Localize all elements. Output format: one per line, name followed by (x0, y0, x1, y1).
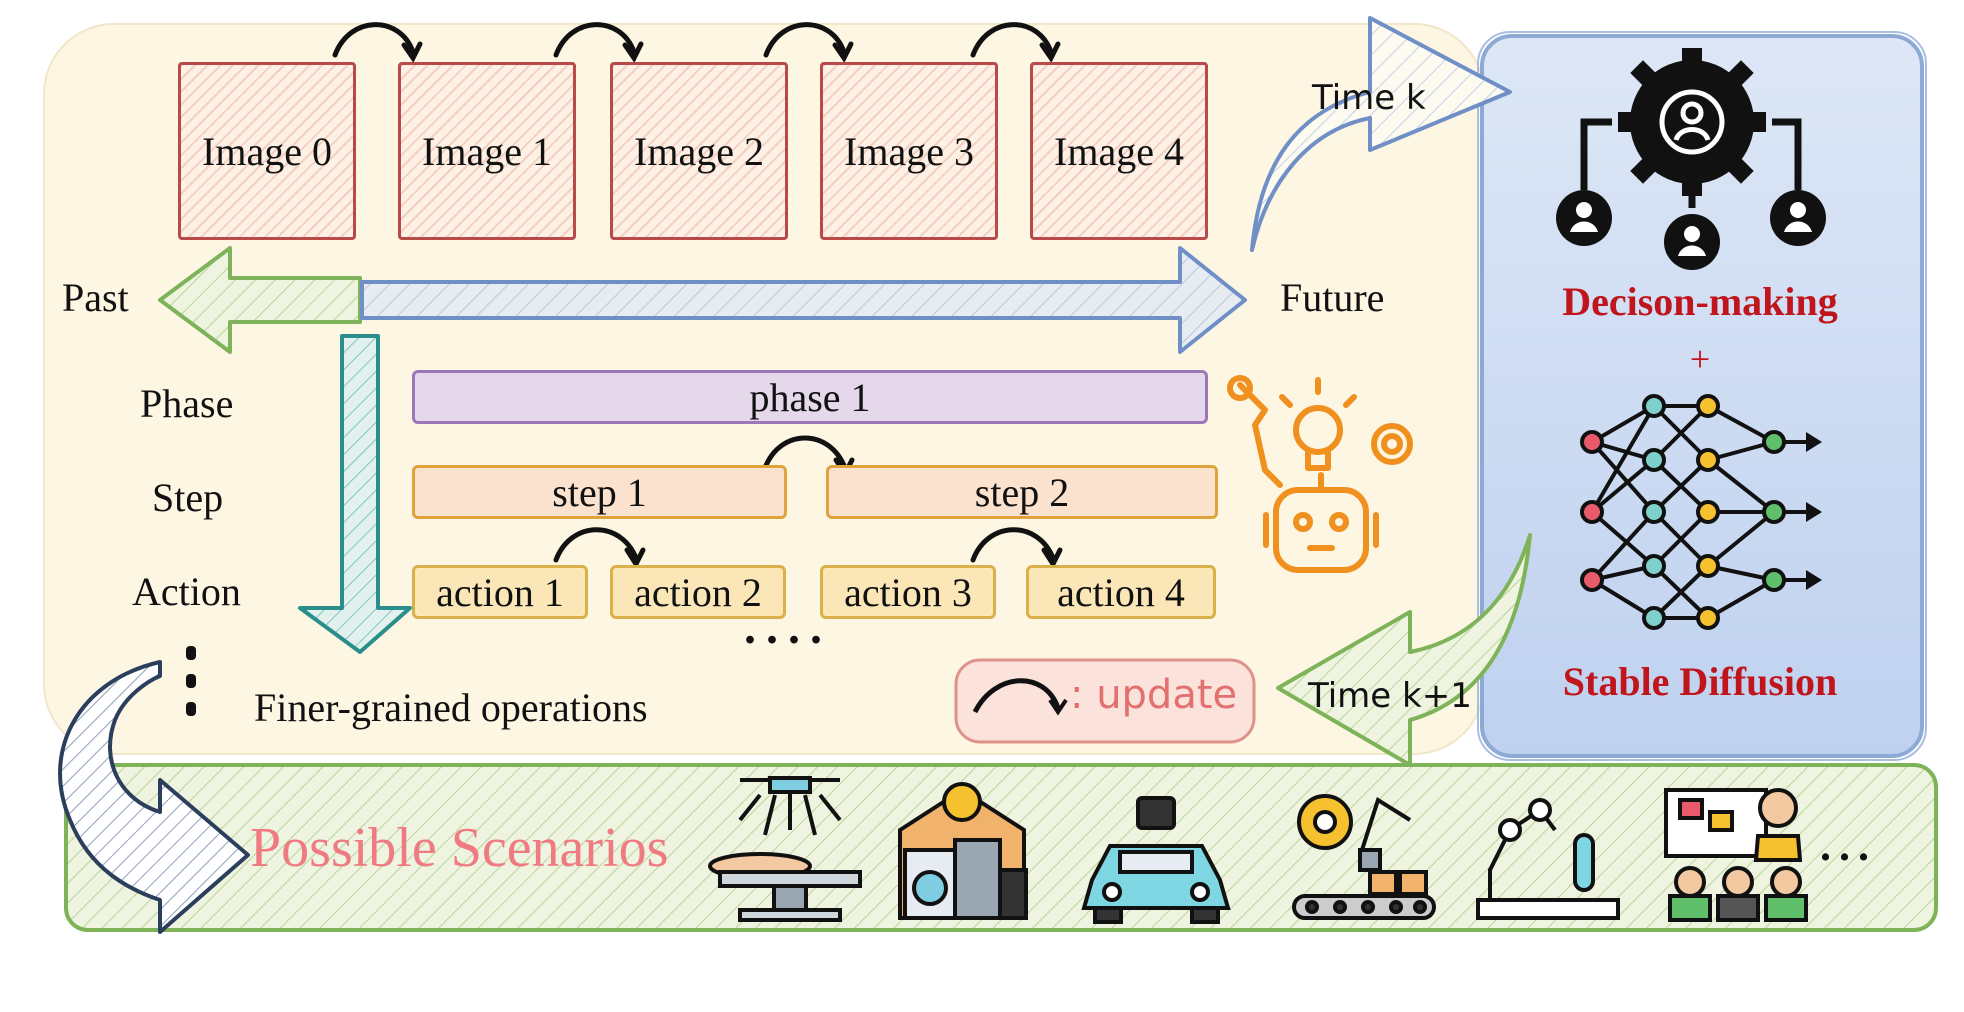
time-k1-label: Time k+1 (1308, 676, 1472, 716)
past-label: Past (62, 275, 129, 320)
finer-grained-label: Finer-grained operations (254, 685, 648, 730)
step-level-label: Step (152, 475, 224, 520)
decision-making-icon (1556, 48, 1826, 270)
time-k1-arrow (1276, 533, 1532, 767)
stable-diffusion-label: Stable Diffusion (1562, 659, 1838, 704)
time-k-label: Time k (1312, 78, 1426, 118)
image-box-1: Image 1 (398, 62, 576, 240)
image-box-2: Image 2 (610, 62, 788, 240)
past-arrow (158, 246, 362, 354)
image-box-3: Image 3 (820, 62, 998, 240)
lab-robot-icon (1476, 798, 1620, 920)
action-level-label: Action (132, 569, 241, 614)
plus-label: + (1689, 339, 1711, 379)
action-bar-2: action 2 (610, 565, 786, 619)
robot-idea-icon (1227, 375, 1413, 573)
step-bar-1: step 1 (412, 465, 787, 519)
action-bar-4: action 4 (1026, 565, 1216, 619)
neural-network-icon (1580, 394, 1822, 630)
update-legend-label: : update (1070, 672, 1238, 718)
scenarios-more: ... (1820, 821, 1877, 870)
phase-bar: phase 1 (412, 370, 1208, 424)
presentation-meeting-icon (1664, 788, 1808, 922)
surgery-robot-icon (708, 776, 862, 922)
action-bar-1: action 1 (412, 565, 588, 619)
image-label: Image 4 (1054, 128, 1184, 174)
future-arrow (360, 246, 1247, 354)
step-bar-2: step 2 (826, 465, 1218, 519)
update-arcs (332, 22, 1063, 570)
factory-robot-arm-icon (1292, 794, 1436, 920)
autonomous-car-icon (1081, 796, 1231, 924)
possible-scenarios-label: Possible Scenarios (250, 817, 669, 879)
time-k-arrow (1250, 16, 1512, 252)
image-label: Image 3 (844, 128, 974, 174)
decision-making-label: Decison-making (1562, 279, 1838, 324)
phase-level-label: Phase (140, 381, 234, 426)
image-box-4: Image 4 (1030, 62, 1208, 240)
smart-home-icon (898, 782, 1028, 920)
image-label: Image 2 (634, 128, 764, 174)
horizontal-ellipsis: .... (744, 601, 832, 654)
image-box-0: Image 0 (178, 62, 356, 240)
action-bar-3: action 3 (820, 565, 996, 619)
image-label: Image 1 (422, 128, 552, 174)
scenario-curved-arrow (58, 660, 250, 934)
vertical-ellipsis (186, 646, 196, 716)
future-label: Future (1280, 275, 1385, 320)
update-legend-arrow-icon (972, 678, 1061, 714)
image-label: Image 0 (202, 128, 332, 174)
finer-arrow (298, 334, 412, 654)
